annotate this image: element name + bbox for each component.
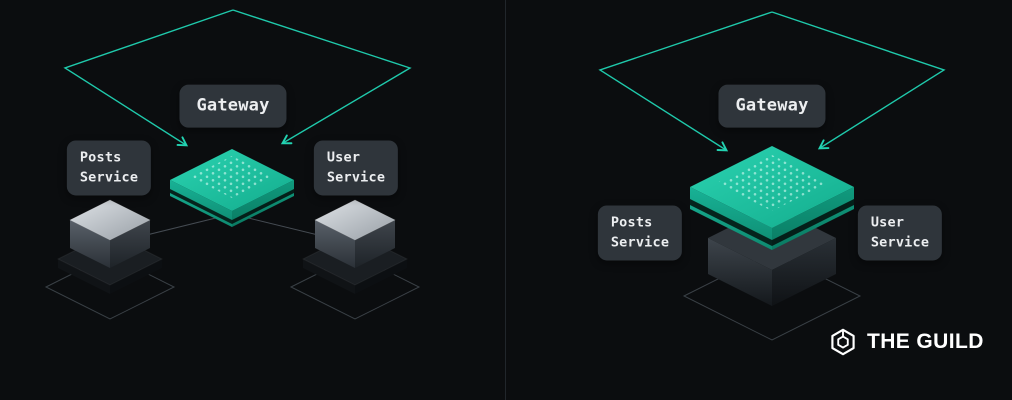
user-service-cube bbox=[301, 199, 409, 294]
gateway-platform bbox=[170, 149, 294, 227]
posts-service-cube bbox=[56, 199, 164, 294]
the-guild-hexagon-icon bbox=[831, 328, 855, 356]
user-service-label-line2: Service bbox=[870, 234, 930, 250]
posts-service-label-line1: Posts bbox=[610, 214, 653, 231]
user-service-label-line1: User bbox=[326, 149, 361, 166]
gateway-label: Gateway bbox=[179, 84, 287, 128]
the-guild-logo: THE GUILD bbox=[828, 327, 984, 357]
user-service-label: User Service bbox=[857, 205, 943, 261]
the-guild-logo-text: THE GUILD bbox=[867, 330, 984, 353]
gateway-dot-grid bbox=[190, 156, 274, 198]
separate-services-diagram bbox=[44, 9, 421, 320]
posts-service-label: Posts Service bbox=[597, 205, 683, 261]
user-service-label: User Service bbox=[313, 140, 399, 196]
gateway-label: Gateway bbox=[718, 84, 826, 128]
posts-service-label: Posts Service bbox=[66, 140, 152, 196]
panel-separate-services: Gateway Posts Service User Service bbox=[44, 9, 421, 320]
request-routing-arrows bbox=[63, 9, 412, 147]
unified-gateway-diagram bbox=[598, 11, 946, 341]
gateway-platform bbox=[690, 146, 854, 250]
panel-divider bbox=[505, 0, 506, 400]
posts-service-label-line2: Service bbox=[610, 234, 670, 250]
user-service-label-line2: Service bbox=[326, 169, 386, 185]
posts-service-label-line1: Posts bbox=[79, 149, 122, 166]
panel-unified-gateway: Gateway Posts Service User Service bbox=[506, 0, 1012, 400]
user-service-label-line1: User bbox=[870, 214, 905, 231]
request-routing-arrows bbox=[598, 11, 946, 152]
posts-service-label-line2: Service bbox=[79, 169, 139, 185]
gateway-dot-grid bbox=[716, 155, 828, 211]
